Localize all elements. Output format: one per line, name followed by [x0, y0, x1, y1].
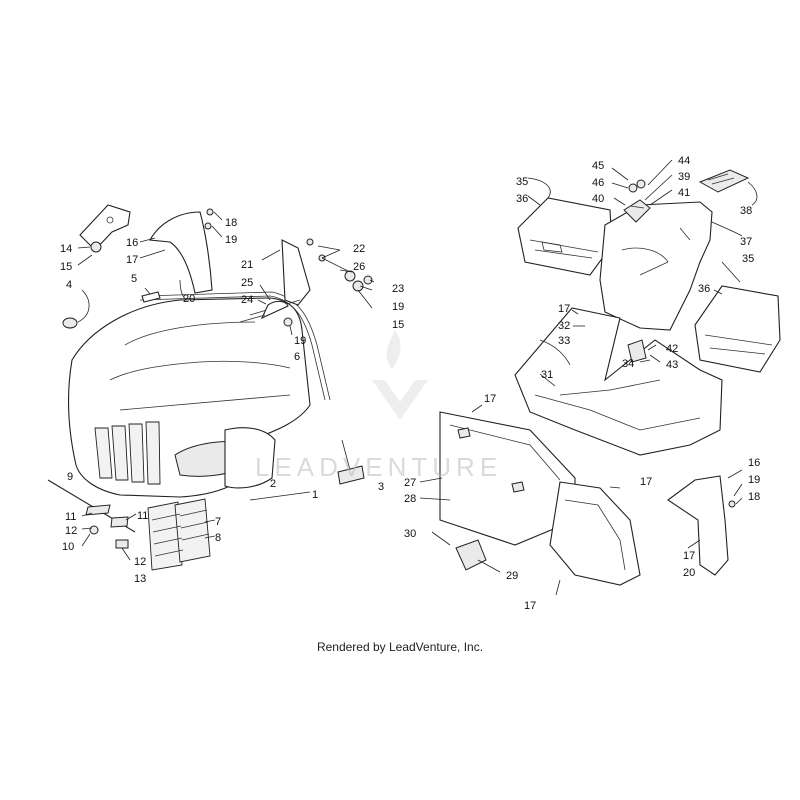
- callout-42: 42: [666, 343, 678, 355]
- callout-32: 32: [558, 320, 570, 332]
- callout-34: 34: [622, 358, 634, 370]
- callout-35b: 35: [742, 253, 754, 265]
- callout-20a: 20: [183, 293, 195, 305]
- callout-6: 6: [294, 351, 300, 363]
- callout-19d: 19: [748, 474, 760, 486]
- callout-4: 4: [66, 279, 72, 291]
- body-floor-assembly: [419, 159, 781, 596]
- callout-10: 10: [62, 541, 74, 553]
- hood-side-panel: [224, 427, 276, 489]
- floor-pan: [514, 307, 723, 456]
- callout-14: 14: [60, 243, 72, 255]
- callout-44: 44: [678, 155, 690, 167]
- storage-tray-right: [694, 285, 781, 373]
- hood-bracket: [79, 204, 131, 251]
- storage-tray-left: [517, 197, 613, 276]
- callout-27: 27: [404, 477, 416, 489]
- callout-19a: 19: [225, 234, 237, 246]
- rocker-trim: [549, 481, 641, 586]
- front-grille-slats: [94, 421, 161, 485]
- callout-19c: 19: [294, 335, 306, 347]
- callout-22: 22: [353, 243, 365, 255]
- callout-17e: 17: [524, 600, 536, 612]
- callout-28: 28: [404, 493, 416, 505]
- callout-31: 31: [541, 369, 553, 381]
- callout-2: 2: [270, 478, 276, 490]
- callout-13: 13: [134, 573, 146, 585]
- callout-40: 40: [592, 193, 604, 205]
- callout-15b: 15: [392, 319, 404, 331]
- callout-1: 1: [312, 489, 318, 501]
- callout-36a: 36: [516, 193, 528, 205]
- callout-30: 30: [404, 528, 416, 540]
- shift-plate: [623, 199, 651, 223]
- mud-flap: [455, 539, 487, 571]
- hood-trim-strip: [139, 295, 326, 401]
- callout-23: 23: [392, 283, 404, 295]
- callout-5: 5: [131, 273, 137, 285]
- callout-35a: 35: [516, 176, 528, 188]
- callout-3: 3: [378, 481, 384, 493]
- callout-39: 39: [678, 171, 690, 183]
- hood-hinge: [281, 239, 311, 306]
- callout-21: 21: [241, 259, 253, 271]
- callout-7: 7: [215, 516, 221, 528]
- callout-15a: 15: [60, 261, 72, 273]
- callout-8: 8: [215, 532, 221, 544]
- callout-41: 41: [678, 187, 690, 199]
- render-credit: Rendered by LeadVenture, Inc.: [316, 640, 484, 654]
- callout-17d: 17: [640, 476, 652, 488]
- callout-12b: 12: [134, 556, 146, 568]
- callout-20b: 20: [683, 567, 695, 579]
- callout-29: 29: [506, 570, 518, 582]
- callout-36b: 36: [698, 283, 710, 295]
- callout-17c: 17: [484, 393, 496, 405]
- callout-11a: 11: [65, 511, 76, 523]
- callout-38: 38: [740, 205, 752, 217]
- mesh-grille-panels: [147, 498, 211, 571]
- callout-11b: 11: [137, 510, 148, 522]
- side-lens: [337, 465, 365, 485]
- callout-19b: 19: [392, 301, 404, 313]
- fender-flare-right: [667, 475, 729, 576]
- callout-18b: 18: [748, 491, 760, 503]
- callout-25: 25: [241, 277, 253, 289]
- fender-flare-left: [149, 211, 213, 294]
- center-console: [599, 201, 713, 331]
- callout-12a: 12: [65, 525, 77, 537]
- callout-17b: 17: [558, 303, 570, 315]
- callout-17f: 17: [683, 550, 695, 562]
- callout-37: 37: [740, 236, 752, 248]
- callout-46: 46: [592, 177, 604, 189]
- callout-45: 45: [592, 160, 604, 172]
- callout-26: 26: [353, 261, 365, 273]
- callout-labels: 1 2 3 4 5 6 7 8 9 10 11 11 12 12 13 14 1…: [60, 155, 760, 612]
- hood-assembly: [47, 204, 375, 571]
- callout-16b: 16: [748, 457, 760, 469]
- callout-33: 33: [558, 335, 570, 347]
- callout-16a: 16: [126, 237, 138, 249]
- callout-43: 43: [666, 359, 678, 371]
- watermark-logo: [372, 330, 428, 420]
- hood-emblem: [62, 317, 78, 329]
- callout-9: 9: [67, 471, 73, 483]
- callout-18a: 18: [225, 217, 237, 229]
- callout-17a: 17: [126, 254, 138, 266]
- watermark-text: LEADVENTURE: [255, 452, 503, 482]
- callout-24: 24: [241, 294, 253, 306]
